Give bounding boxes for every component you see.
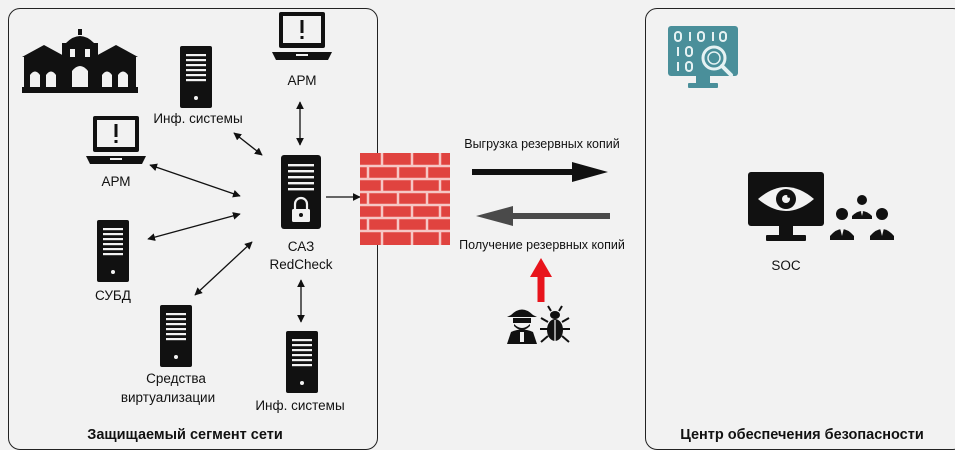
node-label-inf-systems-top: Инф. системы [153,111,243,126]
upload-label: Выгрузка резервных копий [464,137,620,151]
core-label-line2: RedCheck [269,257,333,272]
server-icon-inf-bottom [286,331,318,393]
government-building-icon [22,29,138,93]
node-label-inf-systems-bottom: Инф. системы [255,398,345,413]
server-icon-inf-top [180,46,212,108]
core-label-line1: САЗ [287,239,315,254]
link-core-dbms [147,212,241,241]
data-analytics-monitor-icon [668,26,738,88]
node-label-virtualization-1: Средства [146,371,206,386]
eye-monitor-icon [748,172,824,241]
soc-label: SOC [771,258,801,273]
link-core-inf-top [233,132,263,156]
protected-segment-title: Защищаемый сегмент сети [87,427,283,443]
server-icon-virtualization [160,305,192,367]
upload-arrow [472,162,608,182]
hacker-icon [507,309,537,344]
laptop-alert-icon-top [272,12,332,60]
brick-firewall-icon [360,153,450,245]
node-label-virtualization-2: виртуализации [120,390,216,405]
link-core-arm-left [149,163,241,198]
node-label-dbms: СУБД [95,288,131,303]
download-arrow [476,206,610,226]
attack-arrow [530,258,552,302]
node-label-arm-top: АРМ [287,73,317,88]
node-label-arm-left: АРМ [101,174,131,189]
laptop-alert-icon-left [86,116,146,164]
link-core-virtualization [194,241,253,296]
locked-server-icon [281,155,321,229]
analyst-team-icon [830,195,894,240]
download-label: Получение резервных копий [459,238,625,252]
server-icon-dbms [97,220,129,282]
bug-icon [540,305,570,343]
security-center-title: Центр обеспечения безопасности [680,427,924,443]
